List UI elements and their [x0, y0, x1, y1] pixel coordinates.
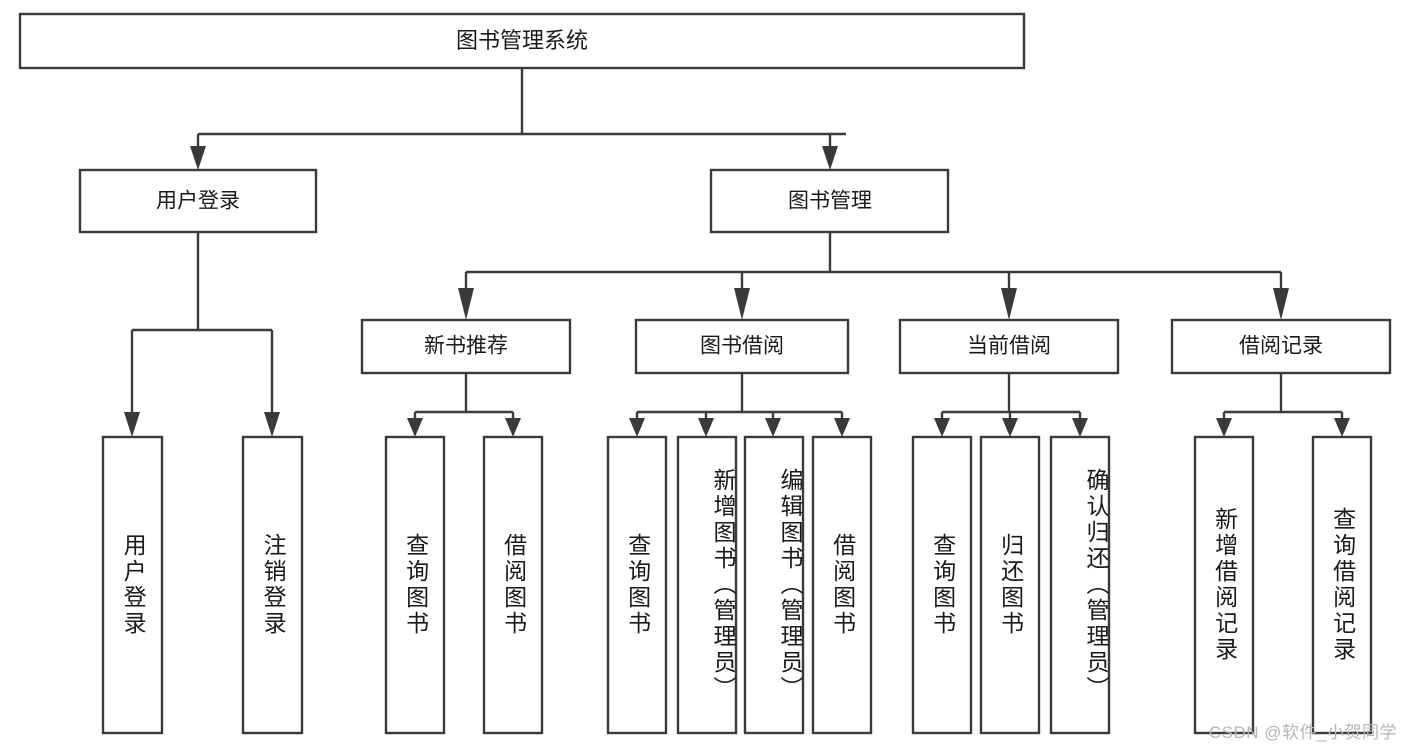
connector-borrowrecord-to-leaves — [1216, 373, 1350, 437]
arrow-head-icon — [124, 412, 140, 437]
node-new-book-recommend[interactable]: 新书推荐 — [360, 318, 572, 375]
arrow-head-icon — [505, 418, 521, 437]
arrow-head-icon — [822, 146, 838, 170]
node-book-management-label: 图书管理 — [788, 190, 872, 213]
arrow-head-icon — [407, 418, 423, 437]
leaf-box-borrow-book-1[interactable] — [482, 435, 544, 735]
leaf-box-edit-book[interactable] — [743, 435, 805, 735]
arrow-head-icon — [934, 418, 950, 437]
node-book-management[interactable]: 图书管理 — [709, 168, 950, 234]
arrow-head-icon — [264, 412, 280, 437]
arrow-head-icon — [458, 288, 474, 320]
arrow-head-icon — [1273, 288, 1289, 320]
watermark: CSDN @软件_小贺同学 — [1208, 723, 1397, 742]
leaf-box-add-record[interactable] — [1193, 435, 1255, 735]
node-current-borrow-label: 当前借阅 — [967, 335, 1051, 358]
arrow-head-icon — [1216, 418, 1232, 437]
leaf-box-return-book[interactable] — [979, 435, 1041, 735]
arrow-head-icon — [629, 418, 645, 437]
connector-newbook-to-leaves — [407, 373, 521, 437]
node-book-borrow[interactable]: 图书借阅 — [634, 318, 850, 375]
leaf-box-add-book[interactable] — [676, 435, 738, 735]
arrow-head-icon — [734, 288, 750, 320]
leaf-box-user-login[interactable] — [101, 435, 164, 735]
node-root[interactable]: 图书管理系统 — [18, 12, 1026, 70]
connector-userlogin-to-leaves — [124, 232, 280, 437]
connector-bookmgmt-to-level2 — [458, 232, 1289, 320]
leaf-box-borrow-book-2[interactable] — [811, 435, 873, 735]
connector-root-to-level1 — [190, 68, 846, 170]
leaf-box-logout[interactable] — [241, 435, 304, 735]
connector-currentborrow-to-leaves — [934, 373, 1088, 437]
leaf-boxes — [101, 435, 1373, 735]
arrow-head-icon — [765, 418, 781, 437]
leaf-box-query-record[interactable] — [1311, 435, 1373, 735]
leaf-box-query-book-3[interactable] — [911, 435, 973, 735]
node-borrow-record[interactable]: 借阅记录 — [1170, 318, 1392, 375]
leaf-box-confirm-return[interactable] — [1049, 435, 1111, 735]
node-user-login-label: 用户登录 — [156, 190, 240, 213]
arrow-head-icon — [834, 418, 850, 437]
node-new-book-recommend-label: 新书推荐 — [424, 335, 508, 358]
leaf-box-query-book-1[interactable] — [384, 435, 446, 735]
arrow-head-icon — [1072, 418, 1088, 437]
leaf-box-query-book-2[interactable] — [606, 435, 668, 735]
node-current-borrow[interactable]: 当前借阅 — [898, 318, 1120, 375]
arrow-head-icon — [1002, 418, 1018, 437]
arrow-head-icon — [1001, 288, 1017, 320]
node-root-label: 图书管理系统 — [456, 28, 588, 53]
node-borrow-record-label: 借阅记录 — [1239, 335, 1323, 358]
arrow-head-icon — [1334, 418, 1350, 437]
node-book-borrow-label: 图书借阅 — [700, 335, 784, 358]
connector-bookborrow-to-leaves — [629, 373, 850, 437]
arrow-head-icon — [190, 146, 206, 170]
node-user-login[interactable]: 用户登录 — [78, 168, 318, 234]
arrow-head-icon — [698, 418, 714, 437]
